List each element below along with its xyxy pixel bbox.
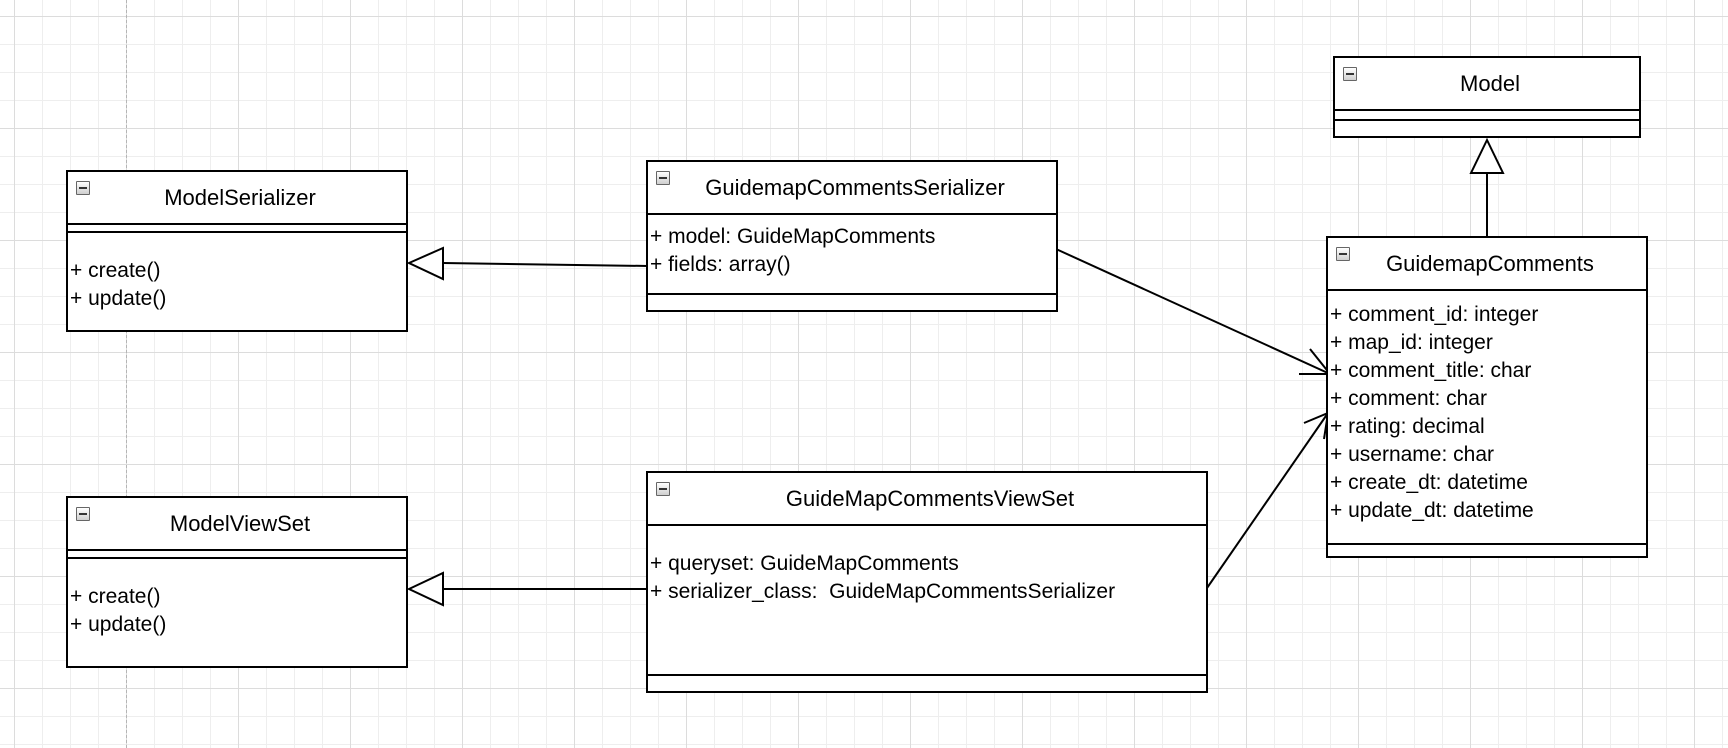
attribute-create-dt[interactable]: + create_dt: datetime <box>1330 471 1528 494</box>
generalization-arrowhead <box>406 571 444 607</box>
class-header: GuidemapComments <box>1328 238 1646 291</box>
attribute-rating[interactable]: + rating: decimal <box>1330 415 1485 438</box>
attributes-section: + model: GuideMapComments + fields: arra… <box>648 215 1056 295</box>
collapse-icon[interactable] <box>1336 247 1350 261</box>
class-model[interactable]: Model <box>1333 56 1641 138</box>
attributes-section: + queryset: GuideMapComments + serialize… <box>648 526 1206 676</box>
edge-line <box>1206 412 1329 589</box>
collapse-icon[interactable] <box>1343 67 1357 81</box>
class-model-serializer[interactable]: ModelSerializer + create() + update() <box>66 170 408 332</box>
attribute-username[interactable]: + username: char <box>1330 443 1495 466</box>
method-update[interactable]: + update() <box>70 287 167 310</box>
attribute-serializer-class[interactable]: + serializer_class: GuideMapCommentsSeri… <box>650 580 1116 603</box>
edge-viewset-generalization[interactable] <box>406 571 648 607</box>
collapse-icon[interactable] <box>656 171 670 185</box>
collapse-icon[interactable] <box>76 507 90 521</box>
methods-section: + create() + update() <box>68 233 406 313</box>
class-guide-map-comments-view-set[interactable]: GuideMapCommentsViewSet + queryset: Guid… <box>646 471 1208 693</box>
attributes-section <box>68 225 406 233</box>
class-header: ModelSerializer <box>68 172 406 225</box>
attribute-model[interactable]: + model: GuideMapComments <box>650 225 936 248</box>
class-guidemap-comments[interactable]: GuidemapComments + comment_id: integer +… <box>1326 236 1648 558</box>
class-name[interactable]: ModelSerializer <box>164 184 316 210</box>
methods-section: + create() + update() <box>68 559 406 639</box>
collapse-icon[interactable] <box>76 181 90 195</box>
class-name[interactable]: ModelViewSet <box>169 510 311 536</box>
attribute-comment-title[interactable]: + comment_title: char <box>1330 359 1532 382</box>
class-guidemap-comments-serializer[interactable]: GuidemapCommentsSerializer + model: Guid… <box>646 160 1058 312</box>
edge-line <box>1055 248 1331 375</box>
class-name[interactable]: GuidemapComments <box>1386 250 1594 276</box>
attributes-section <box>68 551 406 559</box>
class-header: ModelViewSet <box>68 498 406 551</box>
class-header: GuidemapCommentsSerializer <box>648 162 1056 215</box>
edge-serializer-generalization[interactable] <box>406 246 649 281</box>
method-update[interactable]: + update() <box>70 613 167 636</box>
attribute-queryset[interactable]: + queryset: GuideMapComments <box>650 552 959 575</box>
class-model-view-set[interactable]: ModelViewSet + create() + update() <box>66 496 408 668</box>
attribute-map-id[interactable]: + map_id: integer <box>1330 331 1493 354</box>
class-name[interactable]: GuideMapCommentsViewSet <box>785 485 1075 511</box>
edge-viewset-association[interactable] <box>1206 411 1330 589</box>
edge-model-generalization[interactable] <box>1469 137 1505 238</box>
edge-line <box>442 262 649 267</box>
page-boundary-line <box>126 0 127 748</box>
attribute-update-dt[interactable]: + update_dt: datetime <box>1330 499 1534 522</box>
edge-serializer-association[interactable] <box>1055 248 1333 375</box>
attributes-section <box>1335 111 1639 121</box>
attribute-comment[interactable]: + comment: char <box>1330 387 1487 410</box>
class-name[interactable]: Model <box>1460 70 1520 96</box>
attributes-section: + comment_id: integer + map_id: integer … <box>1328 291 1646 545</box>
class-header: GuideMapCommentsViewSet <box>648 473 1206 526</box>
generalization-arrowhead <box>406 246 444 281</box>
method-create[interactable]: + create() <box>70 585 161 608</box>
generalization-arrowhead <box>1469 137 1505 174</box>
collapse-icon[interactable] <box>656 482 670 496</box>
attribute-comment-id[interactable]: + comment_id: integer <box>1330 303 1539 326</box>
class-name[interactable]: GuidemapCommentsSerializer <box>705 174 1005 200</box>
class-header: Model <box>1335 58 1639 111</box>
attribute-fields[interactable]: + fields: array() <box>650 253 791 276</box>
method-create[interactable]: + create() <box>70 259 161 282</box>
